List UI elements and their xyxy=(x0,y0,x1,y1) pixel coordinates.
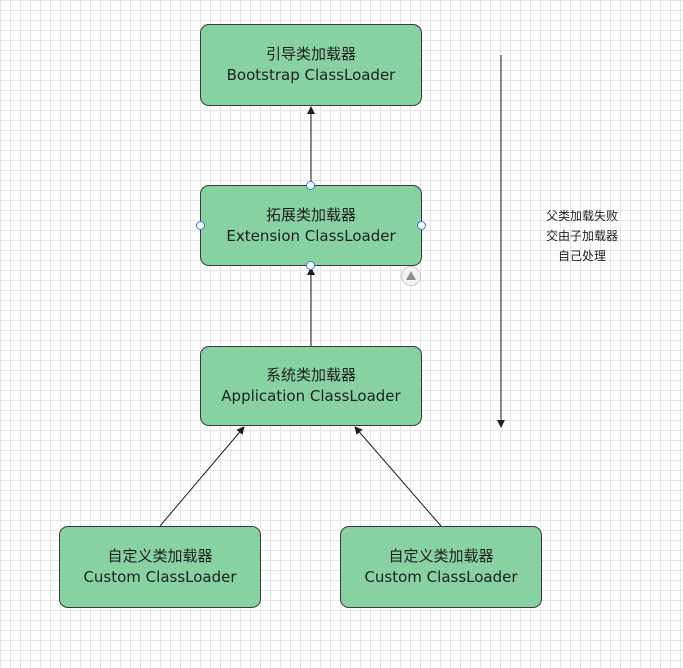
edge-custom2-to-application[interactable] xyxy=(354,426,442,527)
application-classloader-node[interactable]: 系统类加载器 Application ClassLoader xyxy=(200,346,422,426)
node-label-cn: 拓展类加载器 xyxy=(265,205,356,224)
selection-handle-right[interactable] xyxy=(417,221,426,230)
node-label-en: Extension ClassLoader xyxy=(226,226,396,245)
note-line: 自己处理 xyxy=(557,249,606,263)
node-label-en: Custom ClassLoader xyxy=(83,568,237,586)
custom-classloader-node-right[interactable]: 自定义类加载器 Custom ClassLoader xyxy=(340,526,542,608)
delegation-note[interactable]: 父类加载失败 交由子加载器 自己处理 xyxy=(520,206,644,266)
note-line: 交由子加载器 xyxy=(545,229,618,243)
selection-handle-left[interactable] xyxy=(196,221,205,230)
node-label-en: Application ClassLoader xyxy=(221,387,401,405)
node-label-en: Custom ClassLoader xyxy=(364,568,518,586)
edge-custom1-to-application[interactable] xyxy=(159,426,245,527)
bootstrap-classloader-node[interactable]: 引导类加载器 Bootstrap ClassLoader xyxy=(200,24,422,106)
node-label-cn: 系统类加载器 xyxy=(265,366,356,384)
selection-handle-top[interactable] xyxy=(306,181,315,190)
shape-options-triangle-icon[interactable] xyxy=(401,266,421,286)
custom-classloader-node-left[interactable]: 自定义类加载器 Custom ClassLoader xyxy=(59,526,261,608)
node-label-cn: 自定义类加载器 xyxy=(388,547,494,565)
note-line: 父类加载失败 xyxy=(545,209,618,223)
node-label-cn: 自定义类加载器 xyxy=(107,547,213,565)
node-label-cn: 引导类加载器 xyxy=(265,45,356,63)
extension-classloader-node[interactable]: 拓展类加载器 Extension ClassLoader xyxy=(200,185,422,266)
node-label-en: Bootstrap ClassLoader xyxy=(226,66,396,84)
selection-handle-bottom[interactable] xyxy=(306,261,315,270)
